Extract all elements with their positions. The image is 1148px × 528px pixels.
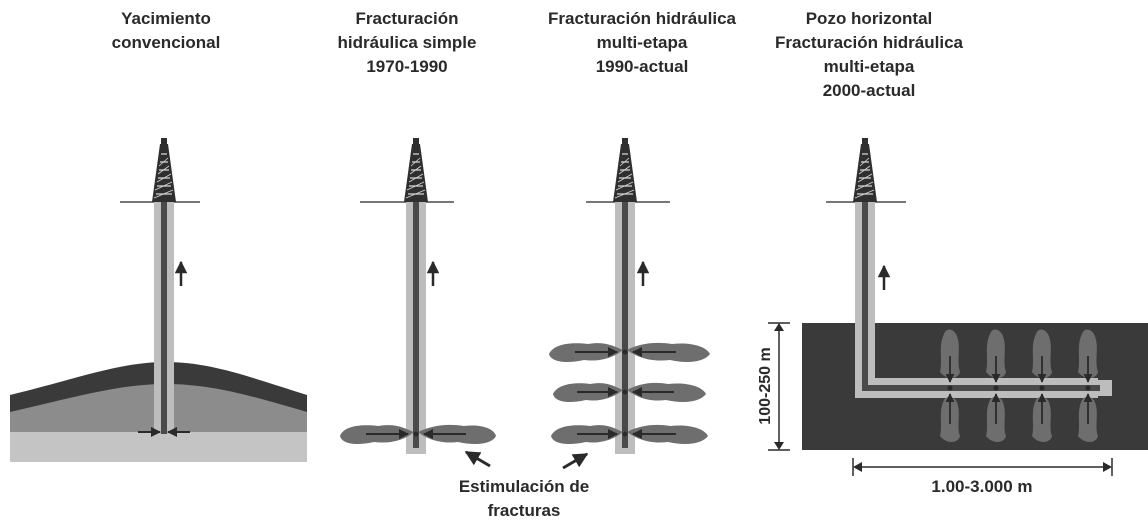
perforation-dot xyxy=(413,431,419,437)
panel-conventional xyxy=(10,137,307,462)
drilling-rig-icon xyxy=(612,137,638,203)
drilling-rig-icon xyxy=(852,137,878,203)
well-bore xyxy=(622,202,628,448)
stimulation-label: Estimulación de fracturas xyxy=(459,477,589,520)
panel-title-line: convencional xyxy=(112,33,221,52)
horizontal-fracture-stage xyxy=(1032,329,1052,442)
panel-multistage-frac xyxy=(549,137,710,470)
fracture-stage xyxy=(551,424,708,444)
length-label: 1.00-3.000 m xyxy=(931,477,1032,496)
panel-title-line: multi-etapa xyxy=(824,57,915,76)
panel-title-horizontal-well: Pozo horizontal Fracturación hidráulica … xyxy=(775,9,964,100)
drilling-rig-icon xyxy=(403,137,429,203)
horizontal-fracture-stage xyxy=(986,329,1006,442)
horizontal-fracture-stage xyxy=(940,329,960,442)
well-casing xyxy=(855,202,1098,398)
thickness-dimension xyxy=(768,322,790,451)
fracture-stage xyxy=(553,382,706,402)
panel-title-line: 1970-1990 xyxy=(366,57,447,76)
panel-title-line: Fracturación hidráulica xyxy=(775,33,964,52)
panel-title-line: Yacimiento xyxy=(121,9,211,28)
panel-title-line: Fracturación xyxy=(356,9,459,28)
length-dimension xyxy=(852,458,1113,476)
panel-title-conventional: Yacimiento convencional xyxy=(112,9,221,52)
panel-title-line: 1990-actual xyxy=(596,57,689,76)
panel-title-line: hidráulica simple xyxy=(338,33,477,52)
base-layer xyxy=(10,432,307,462)
well-toe xyxy=(1098,380,1112,396)
panel-title-line: Pozo horizontal xyxy=(806,9,933,28)
panel-title-line: multi-etapa xyxy=(597,33,688,52)
drilling-rig-icon xyxy=(151,137,177,203)
panel-horizontal-well: 100-250 m 1.00-3.000 m xyxy=(757,137,1148,496)
panel-title-line: Fracturación hidráulica xyxy=(548,9,737,28)
stimulation-label-line: Estimulación de xyxy=(459,477,589,496)
panel-title-simple-frac: Fracturación hidráulica simple 1970-1990 xyxy=(338,9,477,76)
well-bore xyxy=(413,202,419,448)
fracture-stage xyxy=(549,342,710,362)
well-bore xyxy=(161,202,167,434)
pointer-arrow-icon xyxy=(464,450,491,468)
thickness-label: 100-250 m xyxy=(757,347,774,424)
horizontal-fracture-stage xyxy=(1078,329,1098,442)
stimulation-label-line: fracturas xyxy=(488,501,561,520)
cap-rock-layer xyxy=(10,362,307,412)
pointer-arrow-icon xyxy=(562,452,589,470)
panel-title-multistage-frac: Fracturación hidráulica multi-etapa 1990… xyxy=(548,9,737,76)
panel-simple-frac xyxy=(340,137,496,468)
panel-title-line: 2000-actual xyxy=(823,81,916,100)
